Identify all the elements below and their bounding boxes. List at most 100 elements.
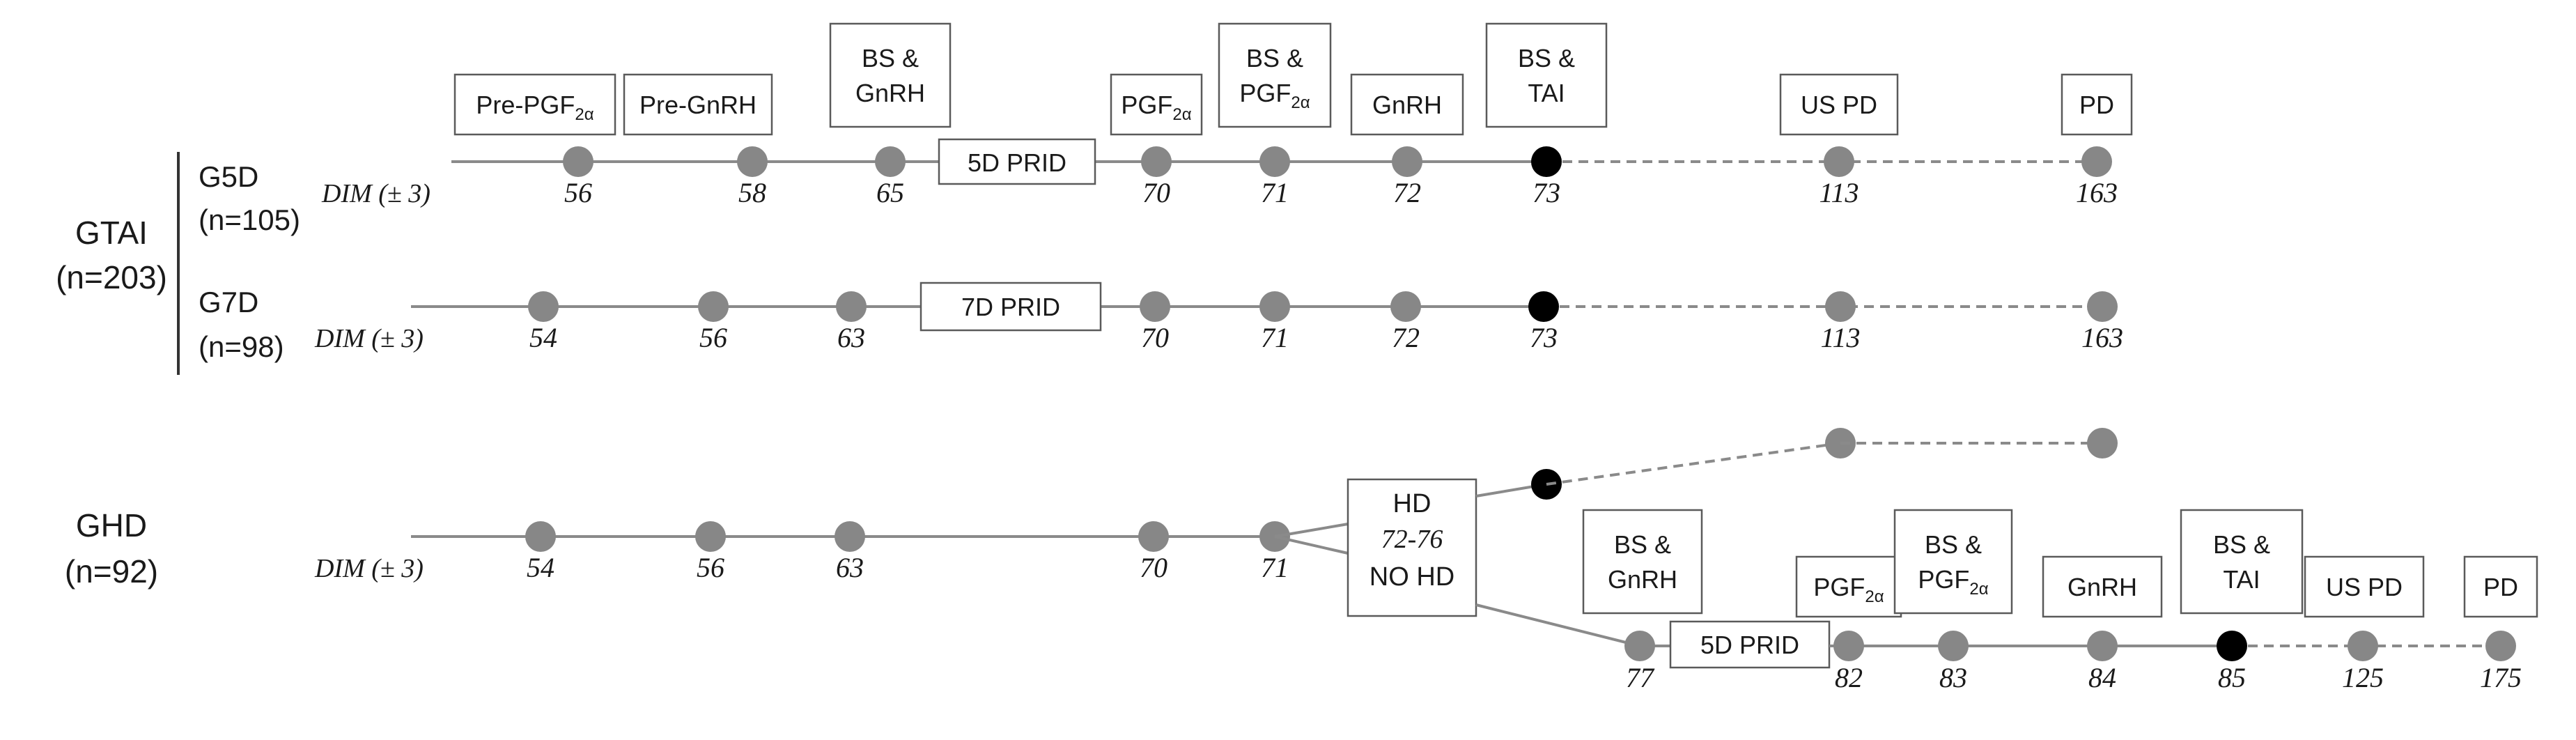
day-label: 58 (738, 177, 766, 208)
event-label: PGF2α (1813, 573, 1884, 606)
day-label: 70 (1141, 322, 1169, 353)
event-label-text: GnRH (2067, 573, 2137, 601)
timepoint-dot (1824, 146, 1854, 177)
timepoint-dot (2485, 631, 2516, 661)
event-label: PD (2079, 91, 2114, 119)
day-label: 175 (2480, 662, 2522, 693)
subscript-text: 2α (1865, 587, 1884, 606)
prid-label: 5D PRID (968, 148, 1066, 177)
timepoint-dot (1825, 291, 1856, 322)
timepoint-dot (1141, 146, 1172, 177)
day-label: 73 (1533, 177, 1560, 208)
event-label-box (623, 73, 773, 136)
timeline-segment (1274, 535, 1349, 555)
group-count: (n=203) (56, 259, 167, 295)
dim-label: DIM (± 3) (314, 324, 424, 353)
day-label: 85 (2218, 662, 2246, 693)
day-label: 56 (699, 322, 727, 353)
hd-box (1347, 478, 1477, 617)
subscript-text: 2α (1172, 105, 1191, 124)
subscript-text: 2α (575, 105, 593, 124)
event-label-box (1110, 73, 1203, 136)
event-label-box (2463, 555, 2538, 618)
no-hd-label: NO HD (1370, 562, 1454, 592)
subgroup-count: (n=105) (199, 203, 300, 236)
event-label-text: GnRH (1608, 565, 1677, 594)
hd-window-label: 72-76 (1381, 525, 1443, 554)
event-label-text: PGF (1121, 91, 1172, 119)
timepoint-dot (525, 521, 556, 552)
timepoint-dot (835, 521, 865, 552)
event-label-text: PGF (1239, 79, 1291, 107)
event-label-text: US PD (1801, 91, 1877, 119)
event-label: PGF2α (1918, 565, 1988, 599)
group-label: GHD (76, 507, 147, 544)
hd-label: HD (1393, 489, 1431, 518)
event-label-box (1582, 509, 1703, 615)
event-label-text: BS & (1518, 44, 1575, 72)
timepoint-dot (2087, 291, 2118, 322)
timepoint-dot (1259, 146, 1290, 177)
timepoint-dot (1140, 291, 1170, 322)
prid-box (920, 282, 1102, 332)
day-label: 163 (2081, 322, 2123, 353)
dim-label: DIM (± 3) (321, 179, 430, 208)
day-label: 63 (837, 322, 865, 353)
timepoint-dot (1138, 521, 1169, 552)
event-label: PGF2α (1239, 79, 1310, 112)
day-label: 71 (1261, 552, 1289, 583)
group-label: GTAI (75, 215, 148, 251)
timeline-segment (1274, 523, 1349, 538)
day-label: 84 (2088, 662, 2116, 693)
event-label-text: GnRH (855, 79, 925, 107)
day-label: 56 (697, 552, 724, 583)
subgroup-label: G7D (199, 286, 258, 318)
prid-box (1669, 620, 1831, 669)
event-label: GnRH (855, 79, 925, 107)
event-label-text: GnRH (1372, 91, 1442, 119)
tai-dot (1528, 291, 1559, 322)
event-label-box (2180, 509, 2304, 615)
timepoint-dot (737, 146, 768, 177)
event-label: BS & (862, 44, 919, 72)
day-label: 72 (1393, 177, 1421, 208)
event-label-text: BS & (1614, 530, 1671, 559)
timepoint-dot (1390, 291, 1421, 322)
timepoint-dot (2087, 428, 2118, 458)
timepoint-dot (2087, 631, 2118, 661)
subgroup-count: (n=98) (199, 330, 284, 363)
event-label: PGF2α (1121, 91, 1191, 124)
event-label-text: PD (2079, 91, 2114, 119)
event-label-box (1485, 22, 1608, 128)
tai-dot (1531, 146, 1562, 177)
event-label-text: Pre-PGF (476, 91, 575, 119)
day-label: 73 (1530, 322, 1558, 353)
day-label: 72 (1392, 322, 1420, 353)
event-label: GnRH (2067, 573, 2137, 601)
event-label-box (1893, 509, 2013, 615)
prid-label: 7D PRID (961, 293, 1060, 321)
prid-box (938, 138, 1096, 185)
event-label-box (2304, 555, 2425, 618)
event-label: BS & (1614, 530, 1671, 559)
event-label: BS & (2213, 530, 2270, 559)
event-label-text: PD (2483, 573, 2518, 601)
event-label-text: TAI (1528, 79, 1565, 107)
event-label: BS & (1518, 44, 1575, 72)
timepoint-dot (1259, 291, 1290, 322)
timepoint-dot (695, 521, 726, 552)
event-label: US PD (1801, 91, 1877, 119)
event-label-box (2061, 73, 2133, 136)
timeline-segment (1475, 603, 1640, 647)
event-label-box (1218, 22, 1332, 128)
event-label-text: BS & (1246, 44, 1303, 72)
event-label-text: US PD (2326, 573, 2403, 601)
day-label: 77 (1626, 662, 1655, 693)
event-label-box (2042, 555, 2163, 618)
dashed-timeline-segment (1546, 442, 1841, 486)
timepoint-dot (2081, 146, 2112, 177)
event-label-text: BS & (2213, 530, 2270, 559)
day-label: 113 (1819, 177, 1859, 208)
event-label-text: Pre-GnRH (639, 91, 756, 119)
day-label: 125 (2342, 662, 2384, 693)
